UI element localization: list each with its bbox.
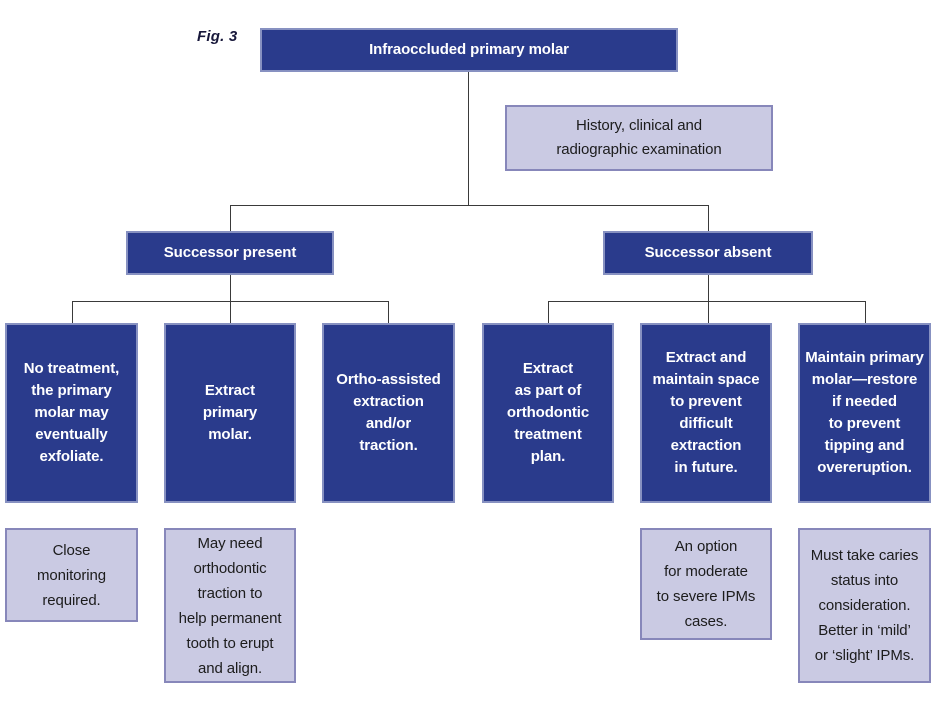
connector-present-branch <box>72 301 389 302</box>
annotation-moderate-severe: An option for moderate to severe IPMs ca… <box>640 528 772 640</box>
connector-main-branch <box>230 205 709 206</box>
option-extract-ortho-plan: Extract as part of orthodontic treatment… <box>482 323 614 503</box>
connector-absent-down <box>708 275 709 323</box>
annotation-ortho-traction: May need orthodontic traction to help pe… <box>164 528 296 683</box>
connector-present-down <box>230 275 231 323</box>
branch-successor-present: Successor present <box>126 231 334 275</box>
connector-to-option-3 <box>388 301 389 323</box>
figure-label: Fig. 3 <box>197 28 238 45</box>
branch-successor-absent: Successor absent <box>603 231 813 275</box>
option-extract-primary: Extract primary molar. <box>164 323 296 503</box>
root-node: Infraoccluded primary molar <box>260 28 678 72</box>
annotation-close-monitoring: Close monitoring required. <box>5 528 138 622</box>
option-no-treatment: No treatment, the primary molar may even… <box>5 323 138 503</box>
annotation-caries-status: Must take caries status into considerati… <box>798 528 931 683</box>
connector-root-down <box>468 72 469 205</box>
option-ortho-assisted: Ortho-assisted extraction and/or tractio… <box>322 323 455 503</box>
connector-absent-branch <box>548 301 866 302</box>
connector-to-option-1 <box>72 301 73 323</box>
option-extract-maintain: Extract and maintain space to prevent di… <box>640 323 772 503</box>
connector-to-successor-present <box>230 205 231 231</box>
option-maintain-restore: Maintain primary molar—restore if needed… <box>798 323 931 503</box>
connector-to-option-6 <box>865 301 866 323</box>
connector-to-option-4 <box>548 301 549 323</box>
connector-to-successor-absent <box>708 205 709 231</box>
examination-note: History, clinical and radiographic exami… <box>505 105 773 171</box>
